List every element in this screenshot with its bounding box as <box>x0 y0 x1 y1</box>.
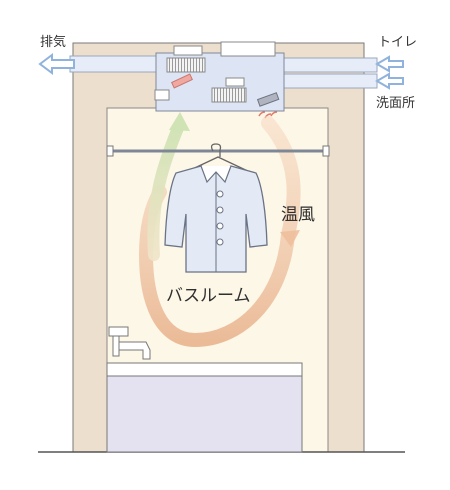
return-air-arrowhead <box>169 112 190 131</box>
exhaust-duct <box>69 55 163 73</box>
shirt-button <box>216 190 224 198</box>
drying-rod <box>106 145 330 157</box>
washroom-label: 洗面所 <box>376 96 416 111</box>
rod-right-bracket <box>322 145 330 157</box>
toilet-arrow-icon <box>375 55 404 73</box>
bathtub-rim <box>106 362 303 377</box>
rod-left-bracket <box>106 145 114 157</box>
faucet-knob <box>108 326 129 337</box>
unit-top-panel-right <box>220 41 276 57</box>
unit-fan-upper <box>166 57 206 73</box>
shirt-on-hanger <box>164 143 268 273</box>
unit-small-box <box>225 77 245 87</box>
washroom-duct <box>281 73 378 89</box>
bathtub <box>106 362 303 453</box>
faucet-icon <box>108 326 151 360</box>
bathtub-body <box>106 375 303 453</box>
exhaust-label: 排気 <box>40 35 67 50</box>
heater-element-icon <box>256 92 280 107</box>
unit-fan-lower <box>211 87 247 103</box>
warm-air-label: 温風 <box>281 205 315 225</box>
bathroom-label: バスルーム <box>166 286 251 306</box>
faucet-spout <box>118 341 151 360</box>
return-air-stream <box>147 122 184 261</box>
unit-top-panel-left <box>173 45 203 56</box>
faucet-stem <box>112 335 120 357</box>
toilet-label: トイレ <box>378 35 418 50</box>
warm-air-arrowhead <box>280 230 300 247</box>
dryer-unit <box>154 41 285 119</box>
exhaust-arrow-icon <box>38 53 75 75</box>
air-flow <box>138 112 301 348</box>
washroom-arrow-icon <box>375 72 404 90</box>
duct-system <box>38 53 404 90</box>
toilet-duct <box>281 57 378 73</box>
unit-left-vent <box>154 89 170 101</box>
shirt-button <box>216 238 224 246</box>
shirt-button <box>216 206 224 214</box>
warm-air-stream <box>138 116 301 348</box>
shirt-button <box>216 222 224 230</box>
heater-element-icon <box>171 73 193 89</box>
